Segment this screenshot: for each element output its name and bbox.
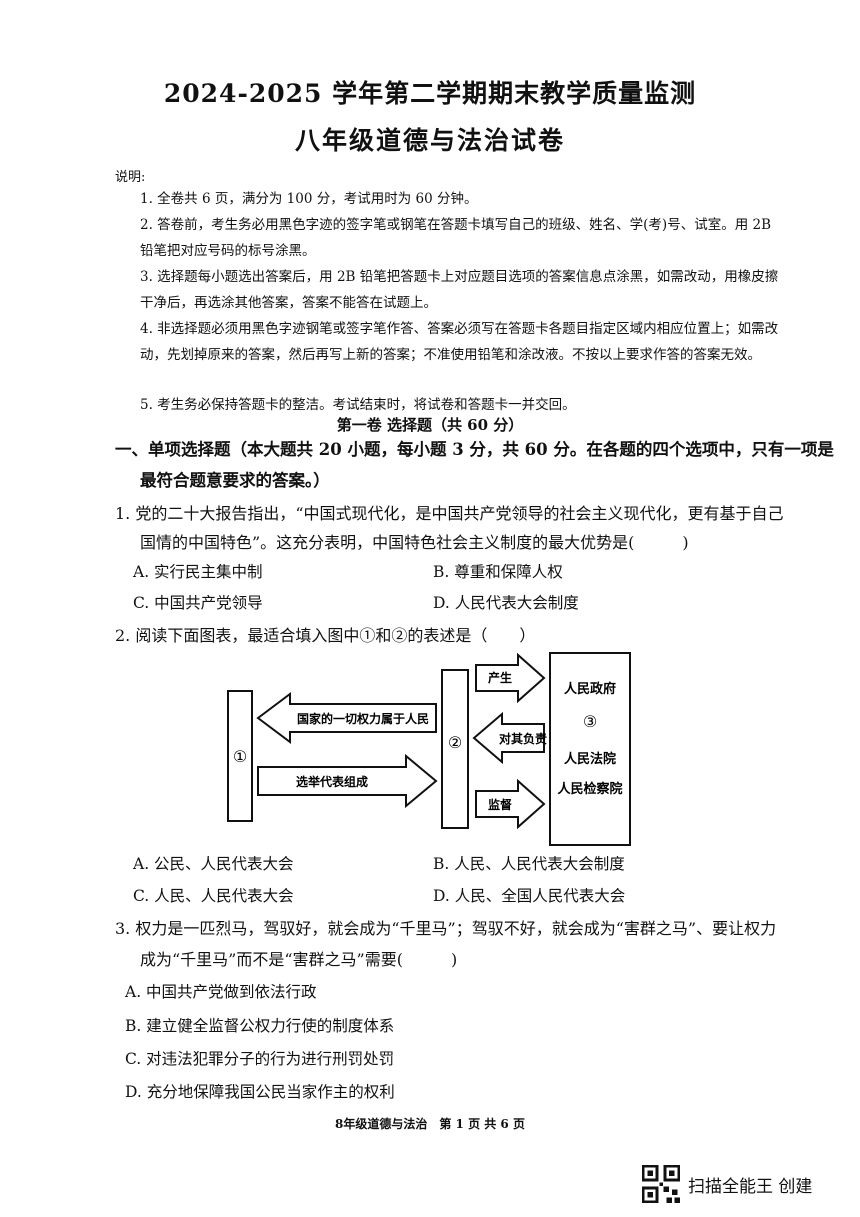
page-footer: 8年级道德与法治 第 1 页 共 6 页 [335,1117,525,1131]
q3-option-c: C. 对违法犯罪分子的行为进行刑罚处罚 [125,1050,395,1068]
arrow-produce [475,652,546,704]
arrow-produce-label: 产生 [488,670,512,685]
q1-option-b: B. 尊重和保障人权 [433,563,563,581]
q1-option-c: C. 中国共产党领导 [133,594,263,612]
arrow-elect-representatives [257,753,438,809]
q3-stem-line2: 成为“千里马”而不是“害群之马”需要( ) [140,950,458,969]
instruction-item-2: 2. 答卷前，考生务必用黑色字迹的签字笔或钢笔在答题卡填写自己的班级、姓名、学(… [140,217,772,259]
arrow-responsible-label: 对其负责 [499,731,547,746]
q1-option-a: A. 实行民主集中制 [133,563,263,581]
arrow-power-label: 国家的一切权力属于人民 [297,711,429,726]
watermark-text: 扫描全能王 创建 [688,1176,813,1197]
arrow-supervise [475,778,546,830]
box-2-label: ② [448,733,462,752]
diagram-box-2 [441,669,469,829]
q3-stem-line1: 3. 权力是一匹烈马，驾驭好，就会成为“千里马”；驾驭不好，就会成为“害群之马”… [115,919,777,938]
arrow-elect-label: 选举代表组成 [296,774,368,789]
arrow-responsible [472,711,545,765]
section-title: 第一卷 选择题（共 60 分） [336,416,524,434]
scanner-watermark: 扫描全能王 创建 [642,1165,812,1203]
box-3-line2-label: 人民检察院 [557,781,622,797]
instruction-item-1: 1. 全卷共 6 页，满分为 100 分，考试用时为 60 分钟。 [140,191,478,207]
box-3-mid-label: ③ [583,712,597,731]
q3-option-a: A. 中国共产党做到依法行政 [125,983,317,1001]
arrow-supervise-label: 监督 [488,797,512,812]
q3-option-b: B. 建立健全监督公权力行使的制度体系 [125,1017,395,1035]
instructions-label: 说明: [115,170,146,185]
q3-option-d: D. 充分地保障我国公民当家作主的权利 [125,1083,395,1101]
instruction-item-3: 3. 选择题每小题选出答案后，用 2B 铅笔把答题卡上对应题目选项的答案信息点涂… [140,269,779,311]
arrow-power-to-people [256,692,437,744]
instruction-item-5: 5. 考生务必保持答题卡的整洁。考试结束时，将试卷和答题卡一并交回。 [140,397,576,413]
q1-stem-line1: 1. 党的二十大报告指出，“中国式现代化，是中国共产党领导的社会主义现代化，更有… [115,504,784,523]
q1-stem-line2: 国情的中国特色”。这充分表明，中国特色社会主义制度的最大优势是( ) [140,533,689,552]
q2-option-d: D. 人民、全国人民代表大会 [433,887,626,905]
exam-title-line1: 2024-2025 学年第二学期期末教学质量监测 [163,79,697,108]
q2-option-c: C. 人民、人民代表大会 [133,887,294,905]
q2-option-a: A. 公民、人民代表大会 [133,855,294,873]
part1-heading-line1: 一、单项选择题（本大题共 20 小题，每小题 3 分，共 60 分。在各题的四个… [115,440,834,459]
qr-code-icon [642,1165,680,1203]
q2-stem: 2. 阅读下面图表，最适合填入图中①和②的表述是（ ） [115,626,536,645]
box-3-top-label: 人民政府 [564,681,616,697]
box-1-label: ① [233,747,247,766]
diagram-box-1 [227,690,253,822]
diagram-box-3 [549,652,631,846]
q2-option-b: B. 人民、人民代表大会制度 [433,855,625,873]
box-3-line1-label: 人民法院 [564,751,616,767]
q2-diagram: ① ② 人民政府 ③ 人民法院 人民检察院 国家的一切权力属于人民 选举代表组成… [227,652,631,846]
q1-option-d: D. 人民代表大会制度 [433,594,579,612]
instruction-item-4: 4. 非选择题必须用黑色字迹钢笔或签字笔作答、答案必须写在答题卡各题目指定区域内… [140,321,779,363]
exam-title-line2: 八年级道德与法治试卷 [294,126,565,155]
part1-heading-line2: 最符合题意要求的答案。） [140,471,330,490]
